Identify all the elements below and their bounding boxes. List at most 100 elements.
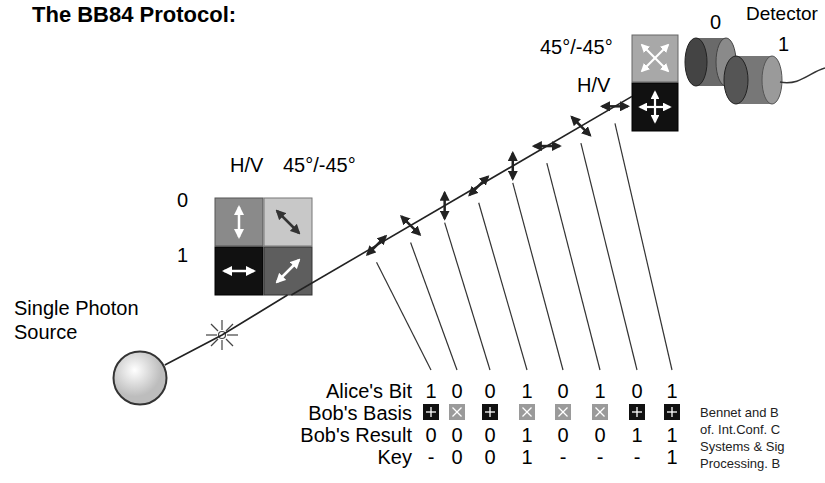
table-cell: 0 bbox=[551, 424, 575, 446]
bob-basis-icons bbox=[423, 404, 680, 420]
leader-line bbox=[615, 123, 672, 370]
photon-burst bbox=[211, 324, 218, 331]
title: The BB84 Protocol: bbox=[32, 2, 236, 28]
photon-polarization bbox=[572, 117, 590, 135]
leader-line bbox=[479, 203, 527, 370]
node-label: 1 bbox=[177, 243, 188, 267]
node-label: 1 bbox=[778, 32, 789, 56]
citation-line: of. Int.Conf. C bbox=[700, 421, 780, 438]
photon-polarization bbox=[367, 236, 385, 254]
node-label: 45°/-45° bbox=[540, 35, 613, 59]
bob-analyzer bbox=[632, 35, 678, 82]
alice-polarizer bbox=[215, 198, 263, 246]
table-cell: 0 bbox=[445, 380, 469, 402]
detector-cylinders bbox=[762, 56, 782, 104]
alice-polarizer bbox=[215, 247, 263, 295]
citation-line: Bennet and B bbox=[700, 404, 779, 421]
node-label: H/V bbox=[230, 153, 263, 177]
table-cell: 0 bbox=[478, 446, 502, 468]
table-cell: - bbox=[419, 446, 443, 468]
alice-polarizer bbox=[264, 198, 312, 246]
alice-polarizer bbox=[215, 198, 312, 295]
bob-basis-icons bbox=[482, 404, 498, 420]
leader-line bbox=[377, 262, 431, 370]
table-cell: 0 bbox=[478, 380, 502, 402]
citation-line: Processing. B bbox=[700, 455, 780, 472]
table-cell: 1 bbox=[419, 380, 443, 402]
table-cell: 0 bbox=[551, 380, 575, 402]
table-cell: 0 bbox=[478, 424, 502, 446]
bob-basis-icons bbox=[664, 404, 680, 420]
table-cell: - bbox=[588, 446, 612, 468]
detector: Detector01 bbox=[684, 30, 794, 110]
table-cell: 1 bbox=[660, 446, 684, 468]
bob-analyzer bbox=[632, 83, 678, 131]
table-cell: - bbox=[625, 446, 649, 468]
table-cell: 1 bbox=[515, 380, 539, 402]
photon-burst bbox=[226, 339, 233, 346]
bob-analyzer bbox=[642, 45, 668, 71]
photon-polarization bbox=[602, 105, 628, 108]
bob-analyzer bbox=[632, 35, 678, 131]
bob-basis-icons bbox=[519, 404, 535, 420]
table-cell: 0 bbox=[445, 424, 469, 446]
table-cell: 0 bbox=[625, 380, 649, 402]
row-heading: Bob's Basis bbox=[240, 402, 412, 424]
row-heading: Bob's Result bbox=[240, 424, 412, 446]
detector-cylinders bbox=[685, 38, 825, 104]
bob-basis-icons bbox=[592, 404, 608, 420]
bob-analyzer: 45°/-45°H/V bbox=[632, 35, 678, 131]
table-cell: 1 bbox=[515, 446, 539, 468]
alice-polarizer bbox=[224, 270, 254, 273]
leader-line bbox=[411, 242, 457, 370]
detector-cylinders bbox=[685, 38, 707, 86]
photon-beam bbox=[165, 295, 288, 365]
table-cell: 1 bbox=[660, 424, 684, 446]
bob-analyzer bbox=[642, 45, 668, 71]
photon-polarization bbox=[534, 145, 560, 148]
alice-polarizer bbox=[277, 211, 299, 233]
node-label: Detector bbox=[746, 2, 818, 26]
alice-polarizer bbox=[277, 260, 299, 282]
bob-basis-icons bbox=[555, 404, 571, 420]
photon-burst bbox=[206, 334, 217, 335]
photon-burst bbox=[221, 340, 222, 350]
leader-line bbox=[445, 223, 490, 370]
leader-line bbox=[513, 183, 563, 370]
source-circle bbox=[112, 350, 168, 406]
leader-line bbox=[547, 163, 600, 370]
table-cell: - bbox=[551, 446, 575, 468]
photon-polarization bbox=[512, 153, 515, 179]
photon-polarization bbox=[401, 216, 419, 234]
source-circle bbox=[114, 352, 167, 405]
table-cell: 0 bbox=[588, 424, 612, 446]
table-cell: 1 bbox=[660, 380, 684, 402]
table-cell: 1 bbox=[625, 424, 649, 446]
photon-polarization bbox=[443, 193, 446, 219]
table-cell: 1 bbox=[588, 380, 612, 402]
detector-cylinders bbox=[780, 68, 825, 83]
photon-burst bbox=[227, 334, 238, 335]
table-cell: 0 bbox=[419, 424, 443, 446]
node-label: H/V bbox=[577, 73, 610, 97]
detector-cylinders bbox=[724, 56, 748, 104]
alice-polarizer: H/V45°/-45°01 bbox=[215, 198, 312, 295]
node-label: 0 bbox=[177, 188, 188, 212]
bob-analyzer bbox=[654, 92, 656, 122]
bob-basis-icons bbox=[629, 404, 645, 420]
leader-line bbox=[581, 143, 637, 370]
node-label: Single Photon Source bbox=[14, 296, 194, 344]
photon-beam bbox=[291, 96, 632, 295]
node-label: 0 bbox=[710, 10, 721, 34]
row-heading: Key bbox=[240, 446, 412, 468]
table-cell: 1 bbox=[515, 424, 539, 446]
table-cell: 0 bbox=[445, 446, 469, 468]
citation-line: Systems & Sig bbox=[700, 438, 785, 455]
node-label: 45°/-45° bbox=[283, 153, 356, 177]
row-heading: Alice's Bit bbox=[240, 380, 412, 402]
photon-polarization bbox=[470, 177, 488, 195]
bob-basis-icons bbox=[449, 404, 465, 420]
photon-source: Single Photon Source bbox=[112, 350, 168, 406]
alice-polarizer bbox=[238, 207, 241, 237]
photon-burst bbox=[221, 320, 222, 330]
